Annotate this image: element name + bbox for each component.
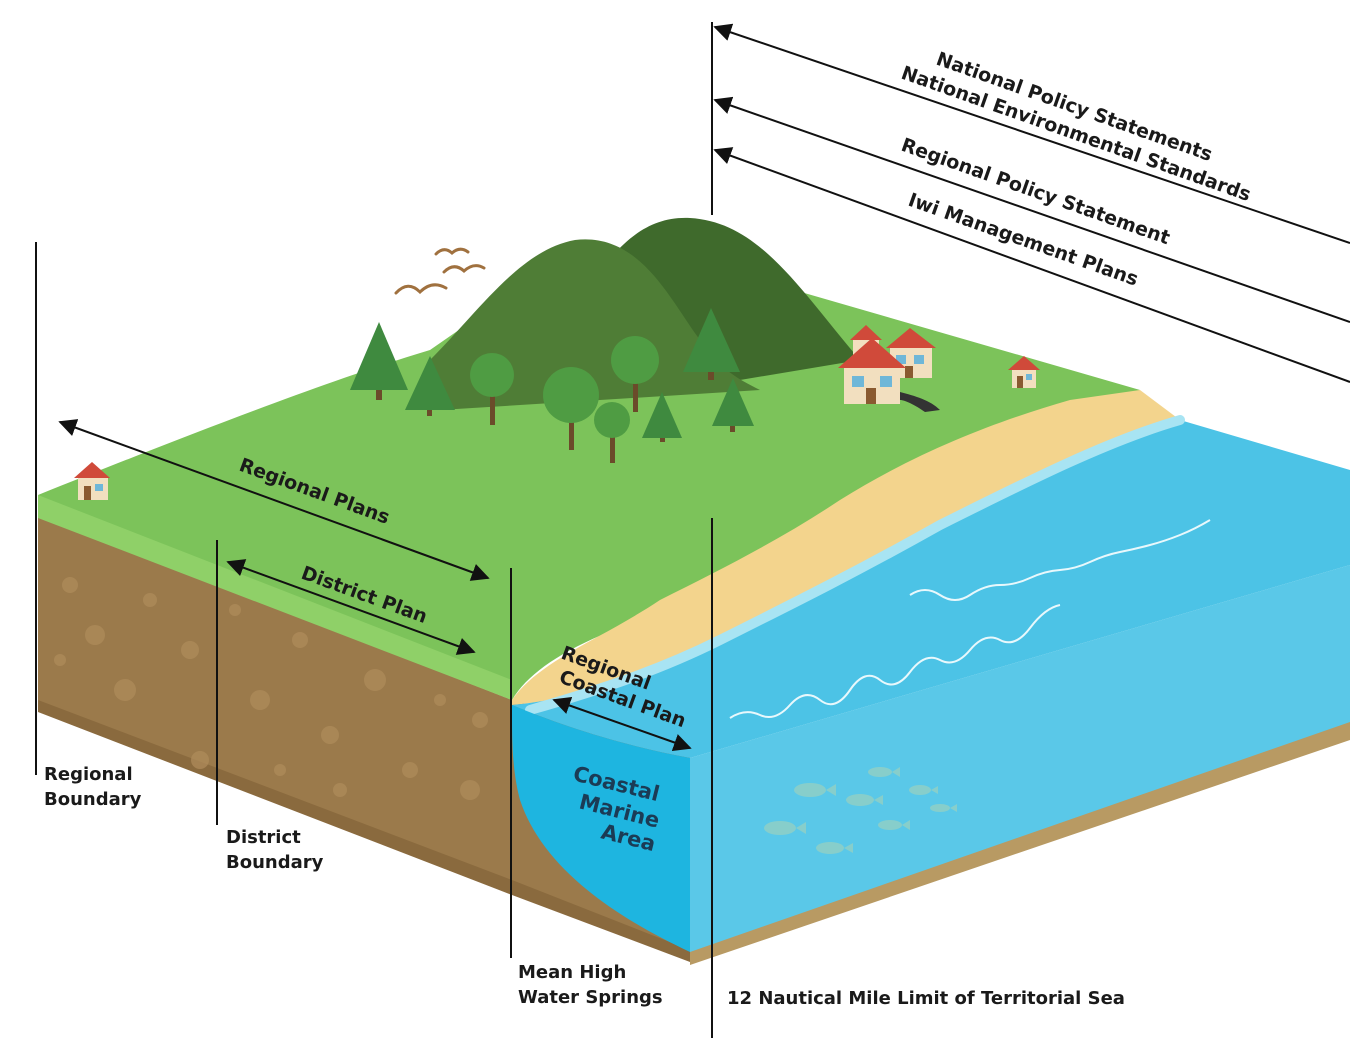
beach-sand <box>512 390 1180 705</box>
tree-icon <box>350 308 754 463</box>
label-district-boundary-1: District <box>226 827 301 848</box>
fish-icon <box>764 767 957 854</box>
label-mhws-1: Mean High <box>518 962 626 983</box>
sea-front-face <box>690 565 1350 952</box>
coastal-marine-area <box>512 705 690 952</box>
sea-wave-1 <box>909 519 1211 601</box>
sea-wave-2 <box>729 604 1061 719</box>
arrow-iwi <box>713 147 1350 383</box>
arrow-national-policy <box>713 23 1350 244</box>
label-territorial-sea: 12 Nautical Mile Limit of Territorial Se… <box>727 988 1125 1009</box>
label-regional-boundary-1: Regional <box>44 764 133 785</box>
label-district-boundary-2: Boundary <box>226 852 324 873</box>
label-national-env: National Environmental Standards <box>898 62 1253 206</box>
sea-top <box>512 420 1350 758</box>
label-mhws-2: Water Springs <box>518 987 663 1008</box>
bird-icon <box>394 247 486 295</box>
label-regional-boundary-2: Boundary <box>44 789 142 810</box>
shore-wave <box>525 415 1185 715</box>
arrow-regional-coastal-plan <box>552 696 692 752</box>
arrow-regional-policy <box>713 96 1350 323</box>
soil-face <box>38 515 690 960</box>
seabed-edge <box>690 720 1350 965</box>
arrow-regional-plans <box>58 419 490 581</box>
arrow-district-plan <box>226 559 476 655</box>
